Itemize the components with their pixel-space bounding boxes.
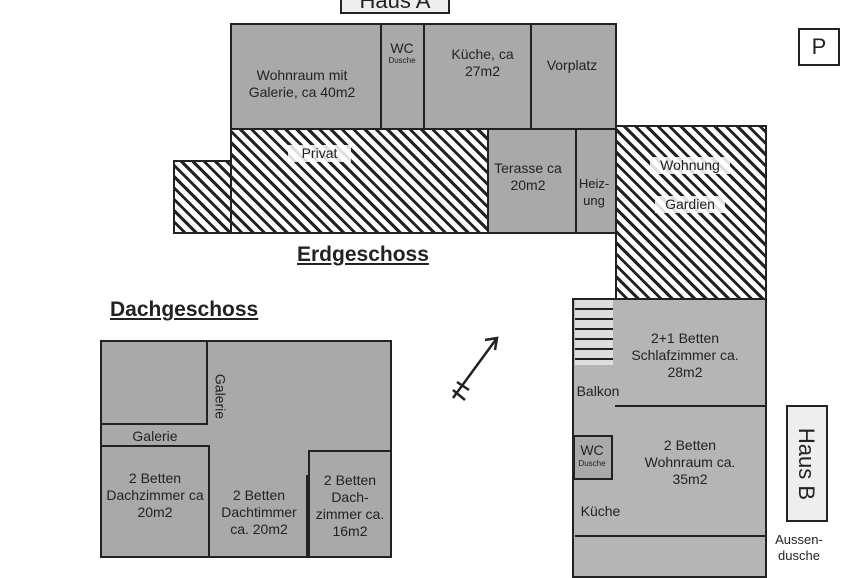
room-vorplatz-label: Vorplatz: [546, 57, 598, 73]
room-heizung-label: Heiz-ung: [578, 176, 610, 208]
room-zimmer3-label: 2 Betten Dach-zimmer ca. 16m2: [315, 472, 385, 539]
room-privat-label: Privat: [288, 145, 351, 162]
wall: [575, 535, 767, 537]
haus-b-label-text: Haus B: [794, 427, 819, 501]
room-wc-b: [573, 435, 613, 480]
room-zimmer2-label: 2 Betten Dachtimmer ca. 20m2: [221, 487, 297, 537]
room-galerie-h-label: Galerie: [132, 428, 178, 444]
room-wc-b-label: WC: [580, 442, 604, 458]
room-gardien-label: Gardien: [655, 196, 725, 213]
haus-b-label: Haus B: [786, 405, 828, 522]
room-wohnraum-label: Wohnraum mit Galerie, ca 40m2: [248, 67, 356, 100]
room-dg-zimmer2: [208, 475, 308, 558]
stairs: [575, 300, 613, 365]
room-wc-b-sub: Dusche: [578, 459, 606, 468]
room-dg-zimmer1: [100, 445, 210, 558]
room-wc: [380, 23, 425, 130]
room-vorplatz: [530, 23, 617, 130]
room-heizung: [575, 128, 617, 234]
room-wc-label: WC: [390, 40, 414, 56]
dachgeschoss-title: Dachgeschoss: [110, 298, 259, 321]
room-terasse-label: Terasse ca 20m2: [494, 160, 562, 193]
room-dg-zimmer3: [308, 450, 392, 558]
haus-a-label: Haus A: [340, 0, 450, 14]
room-balkon-label: Balkon: [576, 383, 620, 399]
room-privat-ext: [173, 160, 233, 234]
room-wohnraum-b-label: 2 Betten Wohnraum ca. 35m2: [644, 437, 736, 487]
room-wohnraum: [230, 23, 382, 130]
aussendusche-label: Aussen-dusche: [775, 532, 823, 563]
north-arrow-icon: [451, 336, 499, 401]
room-wohnung-label: Wohnung: [650, 157, 730, 174]
room-wc-sub: Dusche: [388, 56, 416, 65]
room-privat: [230, 128, 489, 234]
room-galerie-v-label: Galerie: [212, 373, 229, 420]
wall: [615, 405, 767, 407]
room-kueche-label: Küche, ca 27m2: [451, 46, 514, 79]
room-dg-topleft: [100, 340, 208, 425]
parking-label: P: [798, 28, 840, 66]
erdgeschoss-title: Erdgeschoss: [297, 243, 429, 266]
room-schlafzimmer-label: 2+1 Betten Schlafzimmer ca. 28m2: [631, 330, 739, 380]
room-kueche-b-label: Küche: [580, 503, 621, 519]
room-zimmer1-label: 2 Betten Dachzimmer ca 20m2: [106, 470, 204, 520]
